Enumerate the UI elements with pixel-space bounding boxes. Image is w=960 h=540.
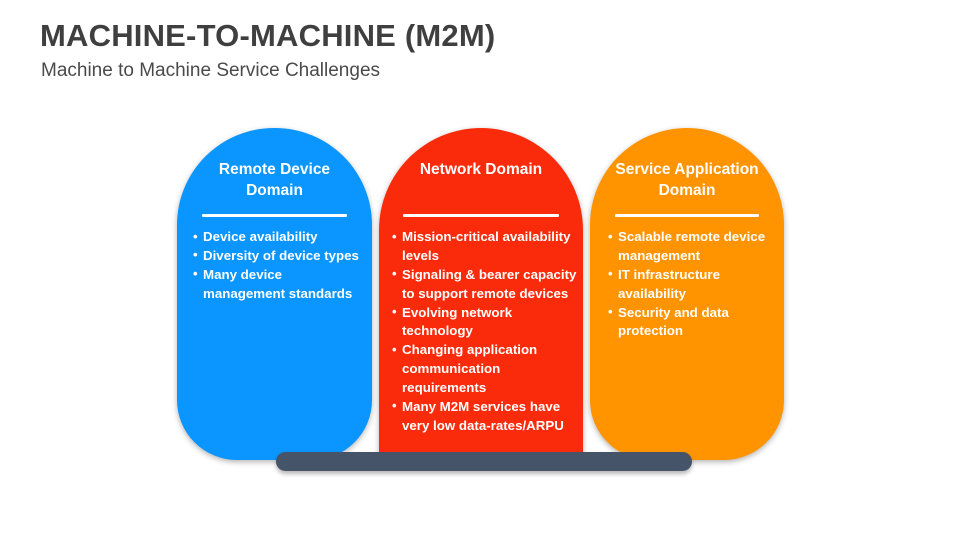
list-item: Signaling & bearer capacity to support r… [392,265,577,304]
bullet-list-service-application-domain: Scalable remote device management IT inf… [590,228,784,341]
list-item: Many M2M services have very low data-rat… [392,397,577,436]
list-item: Device availability [193,228,360,247]
page-title: MACHINE-TO-MACHINE (M2M) [40,18,496,53]
list-item: Many device management standards [193,265,360,304]
list-item: Diversity of device types [193,246,360,266]
list-item: Evolving network technology [392,303,577,342]
column-heading-remote-device-domain: Remote Device Domain [218,161,331,199]
column-heading-service-application-domain: Service Application Domain [615,161,759,199]
page-subtitle: Machine to Machine Service Challenges [41,60,381,81]
column-heading-network-domain: Network Domain [419,161,543,178]
list-item: IT infrastructure availability [608,265,772,304]
list-item: Security and data protection [608,303,772,342]
bullet-list-network-domain: Mission-critical availability levels Sig… [379,228,583,436]
heading-divider-red [403,214,559,217]
column-network-domain[interactable]: Network Domain Mission-critical availabi… [379,128,583,460]
heading-divider-blue [202,214,347,217]
bullet-list-remote-device-domain: Device availability Diversity of device … [177,228,372,304]
list-item: Mission-critical availability levels [392,228,577,266]
column-service-application-domain[interactable]: Service Application Domain Scalable remo… [590,128,784,460]
heading-divider-orange [615,214,759,217]
column-remote-device-domain[interactable]: Remote Device Domain Device availability… [177,128,372,460]
list-item: Scalable remote device management [608,228,772,266]
list-item: Changing application communication requi… [392,341,577,398]
base-bar [276,452,692,471]
